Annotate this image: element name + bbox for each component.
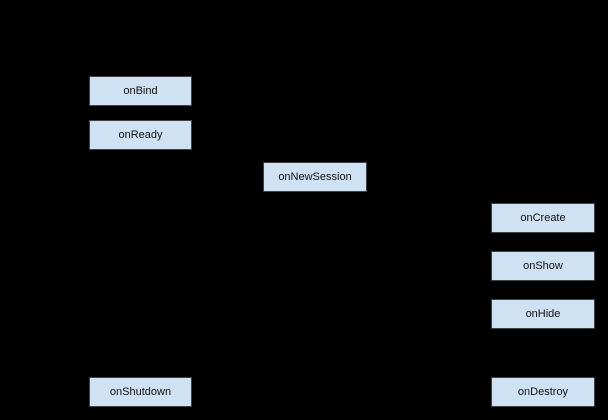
node-oncreate: onCreate	[491, 203, 595, 233]
node-onready: onReady	[89, 120, 192, 150]
node-onbind: onBind	[89, 76, 192, 106]
node-ondestroy: onDestroy	[491, 377, 595, 407]
node-onhide: onHide	[491, 299, 595, 329]
node-onnewsession: onNewSession	[263, 162, 367, 192]
node-onshow: onShow	[491, 251, 595, 281]
node-onshutdown: onShutdown	[89, 377, 192, 407]
